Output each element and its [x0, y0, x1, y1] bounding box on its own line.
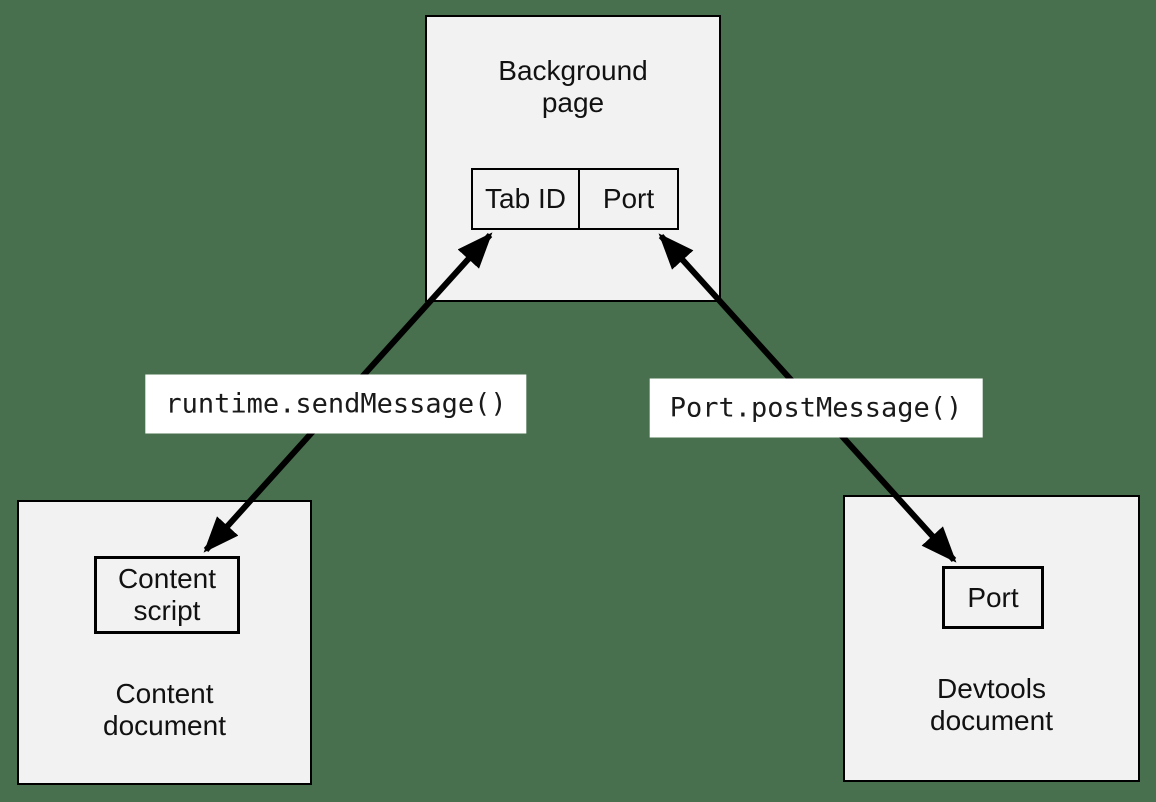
node-devtools-port: Port	[942, 566, 1044, 629]
cell-tab-id: Tab ID	[473, 170, 580, 228]
node-content-script: Content script	[94, 556, 240, 634]
node-content-document: Content script Content document	[17, 500, 312, 785]
cell-background-port: Port	[602, 183, 655, 214]
background-page-title: Background page	[498, 55, 648, 118]
tab-id-port-table: Tab ID Port	[471, 168, 679, 230]
edge-label-port-postmessage: Port.postMessage()	[649, 378, 983, 438]
edge-label-runtime-sendmessage: runtime.sendMessage()	[145, 374, 527, 434]
node-background-page: Background page Tab ID Port	[425, 15, 721, 302]
content-document-title: Content document	[103, 678, 226, 741]
node-devtools-document: Port Devtools document	[843, 495, 1140, 782]
devtools-document-title: Devtools document	[930, 673, 1053, 736]
